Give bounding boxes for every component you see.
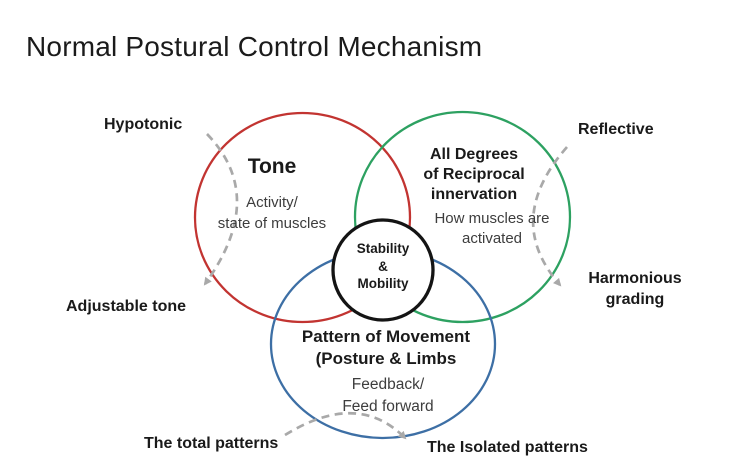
center-line1: Stability (356, 241, 410, 256)
tone-heading: Tone (247, 155, 297, 178)
innervation-heading-line3: innervation (430, 186, 518, 203)
harmonious-grading-label: Harmonious grading (588, 268, 681, 310)
movement-subtext: Feedback/ Feed forward (342, 374, 433, 417)
tone-sub-line1: Activity/ (246, 194, 298, 211)
stability-mobility-circle (331, 218, 435, 322)
reflective-label: Reflective (578, 121, 654, 138)
movement-sub-line1: Feedback/ (351, 376, 425, 393)
movement-heading-line1: Pattern of Movement (301, 327, 471, 346)
innervation-heading: All Degrees of Reciprocal innervation (423, 145, 524, 205)
stability-mobility-text: Stability & Mobility (357, 240, 410, 293)
innervation-sub-line2: activated (461, 230, 523, 247)
center-line3: Mobility (357, 276, 409, 291)
movement-heading: Pattern of Movement (Posture & Limbs (302, 326, 470, 369)
innervation-heading-line2: of Reciprocal (423, 166, 525, 183)
tone-circle (193, 111, 412, 324)
page-title: Normal Postural Control Mechanism (26, 30, 483, 62)
adjustable-tone-label: Adjustable tone (66, 298, 187, 315)
innervation-sub-line1: How muscles are (434, 210, 550, 227)
innervation-heading-line1: All Degrees (429, 146, 519, 163)
total-to-isolated-arrow (284, 411, 407, 440)
reflective-to-harmonious-arrow (531, 146, 569, 287)
isolated-patterns-label: The Isolated patterns (427, 439, 588, 456)
center-line2: & (378, 258, 388, 274)
tone-sub-line2: state of muscles (217, 215, 327, 232)
hypotonic-to-adjustable-arrow (203, 133, 239, 286)
movement-heading-line2: (Posture & Limbs (315, 348, 457, 368)
total-patterns-label: The total patterns (144, 435, 279, 452)
movement-sub-line2: Feed forward (342, 397, 434, 415)
hypotonic-label: Hypotonic (104, 116, 183, 133)
harmonious-line2: grading (605, 291, 665, 308)
innervation-circle (353, 110, 572, 324)
innervation-subtext: How muscles are activated (434, 209, 549, 249)
harmonious-line1: Harmonious (588, 270, 682, 287)
tone-subtext: Activity/ state of muscles (218, 192, 326, 234)
